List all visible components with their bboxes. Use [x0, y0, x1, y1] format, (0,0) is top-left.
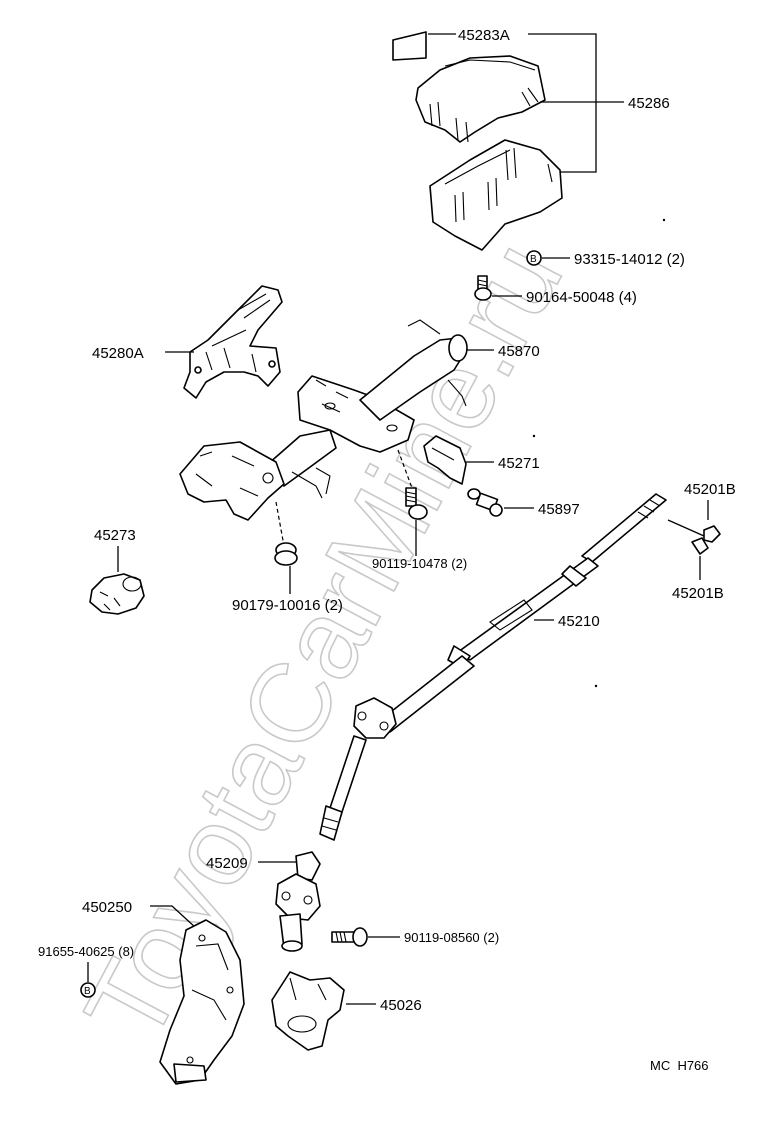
part-45201B-clip-lower: [691, 537, 709, 555]
label-45026: 45026: [380, 997, 422, 1014]
label-45283A: 45283A: [458, 27, 510, 44]
label-45201B-bottom: 45201B: [672, 585, 724, 602]
part-45870-column-assembly: [179, 319, 468, 521]
part-45280A-column-bracket: [183, 285, 283, 399]
label-45209: 45209: [206, 855, 248, 872]
part-450250-housing-cover: [159, 919, 245, 1085]
bolt-marker-B-bottom-text: B: [84, 986, 91, 997]
label-45271: 45271: [498, 455, 540, 472]
label-450250: 450250: [82, 899, 132, 916]
label-91655-40625: 91655-40625 (8): [38, 944, 134, 959]
part-45210-main-shaft: [319, 493, 667, 841]
label-90119-08560: 90119-08560 (2): [404, 930, 499, 945]
part-90119-08560-bolt: [331, 927, 368, 947]
part-45286-lower-cover: [429, 139, 563, 251]
label-90119-10478: 90119-10478 (2): [372, 556, 467, 571]
label-93315-14012: 93315-14012 (2): [574, 251, 685, 268]
part-45026-hole-cover: [271, 971, 345, 1051]
part-45286-upper-cover: [415, 55, 546, 143]
part-90119-10478-bolt: [405, 487, 428, 520]
label-45273: 45273: [94, 527, 136, 544]
bolt-marker-B-bottom: [80, 982, 96, 998]
part-90179-10016-nut: [274, 542, 298, 566]
label-45201B-top: 45201B: [684, 481, 736, 498]
label-90164-50048: 90164-50048 (4): [526, 289, 637, 306]
label-90179-10016: 90179-10016 (2): [232, 597, 343, 614]
part-45201B-clip-upper: [703, 525, 721, 543]
diagram-code: MC H766: [650, 1058, 709, 1073]
label-45286: 45286: [628, 95, 670, 112]
part-90164-screw: [474, 275, 492, 301]
part-45283A-label-plate: [392, 31, 427, 61]
label-45210: 45210: [558, 613, 600, 630]
bolt-marker-B-top: [526, 250, 542, 266]
label-45280A: 45280A: [92, 345, 144, 362]
label-45870: 45870: [498, 343, 540, 360]
part-45271-clip: [423, 435, 467, 485]
part-45897-pin: [467, 488, 503, 517]
part-45273-bushing: [89, 573, 145, 615]
part-45209-universal-joint: [275, 851, 321, 952]
bolt-marker-B-top-text: B: [530, 254, 537, 265]
label-45897: 45897: [538, 501, 580, 518]
